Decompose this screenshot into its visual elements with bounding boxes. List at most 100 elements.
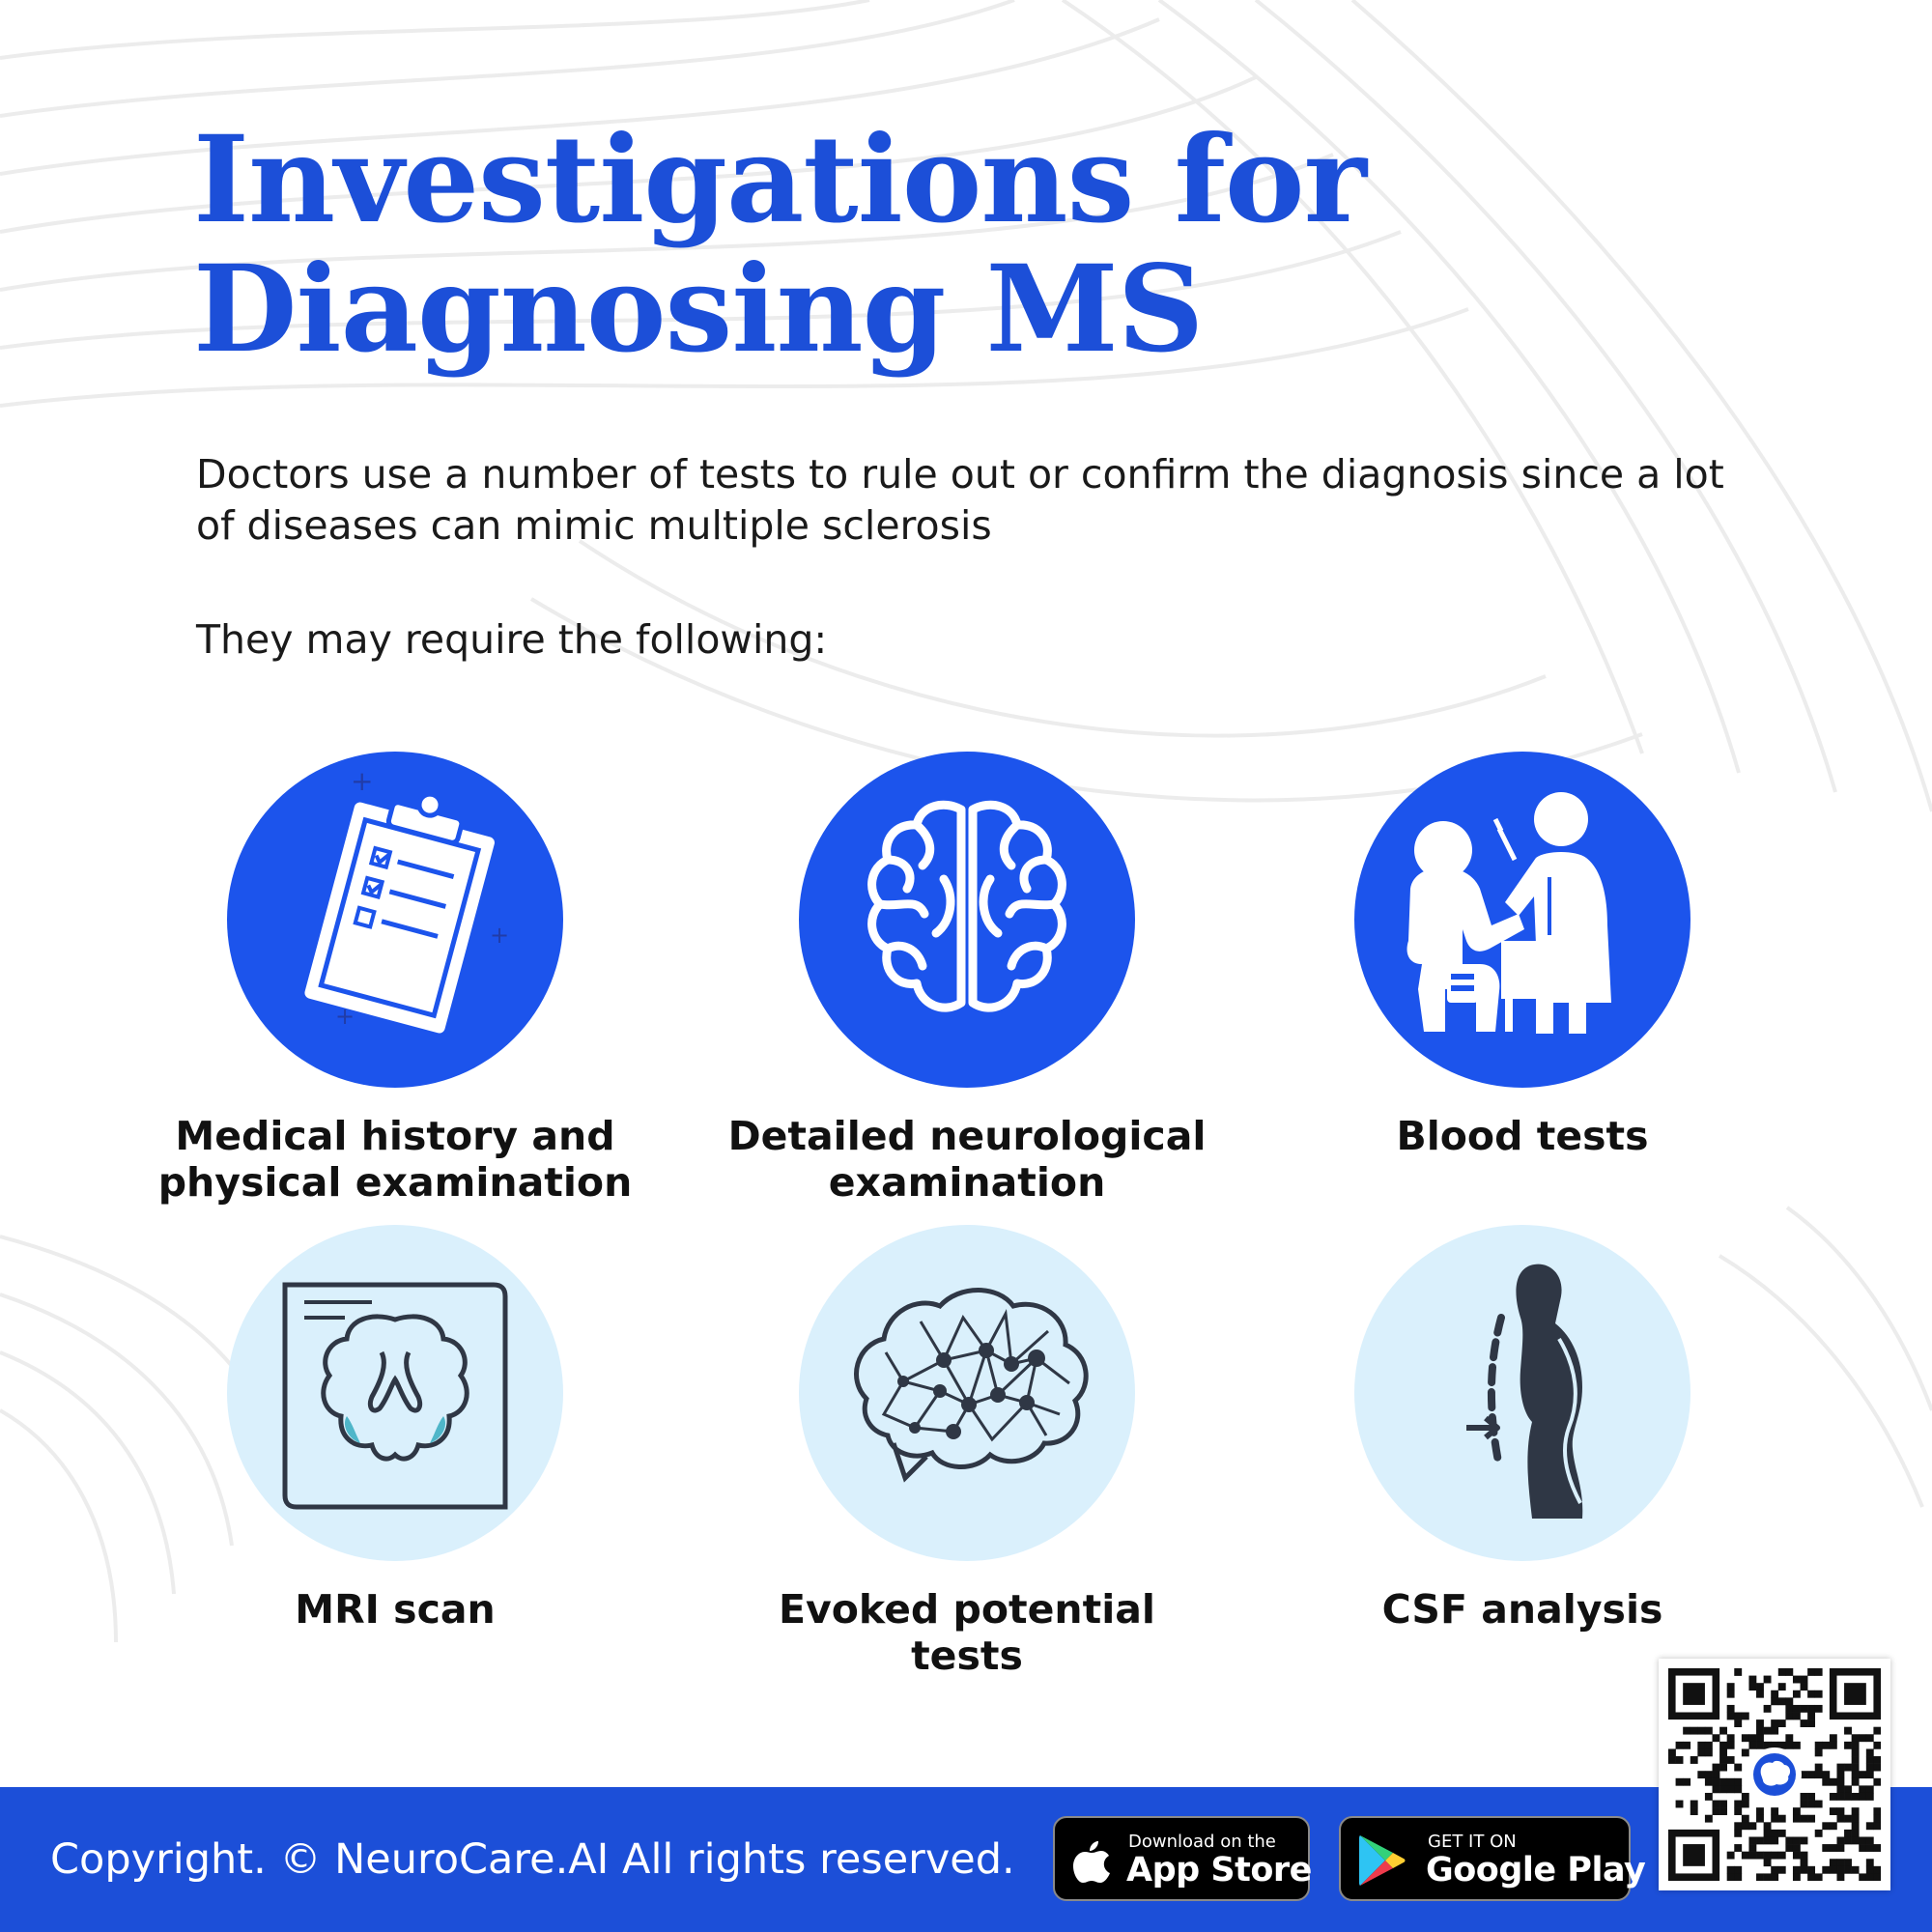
qr-module xyxy=(1873,1865,1881,1874)
qr-module xyxy=(1836,1763,1845,1772)
qr-module xyxy=(1873,1873,1881,1881)
qr-module xyxy=(1792,1814,1801,1823)
qr-module xyxy=(1690,1726,1698,1735)
qr-module xyxy=(1836,1873,1845,1881)
icon-circle xyxy=(1354,1225,1690,1561)
qr-module xyxy=(1734,1668,1743,1676)
qr-module xyxy=(1873,1822,1881,1831)
qr-module xyxy=(1734,1712,1743,1720)
label-line-1: Evoked potential xyxy=(779,1586,1155,1633)
qr-code[interactable] xyxy=(1659,1659,1890,1890)
qr-module xyxy=(1873,1741,1881,1749)
qr-module xyxy=(1807,1712,1816,1720)
qr-module xyxy=(1807,1704,1816,1713)
qr-module xyxy=(1777,1829,1786,1837)
qr-module xyxy=(1704,1777,1713,1786)
qr-module xyxy=(1865,1756,1874,1764)
qr-module xyxy=(1712,1771,1720,1779)
qr-module xyxy=(1814,1668,1823,1676)
qr-module xyxy=(1704,1748,1713,1757)
investigation-card-mri-scan: MRI scan xyxy=(125,1225,666,1633)
qr-module xyxy=(1726,1734,1735,1743)
qr-module xyxy=(1851,1741,1860,1749)
qr-module xyxy=(1859,1873,1867,1881)
qr-module xyxy=(1741,1748,1749,1757)
app-store-big-text: App Store xyxy=(1126,1851,1312,1889)
qr-module xyxy=(1756,1726,1764,1735)
qr-module xyxy=(1800,1683,1808,1691)
intro-text: Doctors use a number of tests to rule ou… xyxy=(196,451,1724,549)
qr-module xyxy=(1741,1712,1749,1720)
qr-module xyxy=(1851,1777,1860,1786)
qr-module xyxy=(1851,1814,1860,1823)
qr-module xyxy=(1865,1748,1874,1757)
qr-module xyxy=(1792,1675,1801,1684)
qr-module xyxy=(1859,1734,1867,1743)
qr-module xyxy=(1734,1873,1743,1881)
qr-module xyxy=(1771,1690,1779,1698)
qr-module xyxy=(1771,1726,1779,1735)
qr-module xyxy=(1807,1800,1816,1808)
google-play-icon xyxy=(1359,1835,1406,1886)
google-play-button[interactable]: GET IT ON Google Play xyxy=(1339,1816,1646,1901)
qr-module xyxy=(1814,1704,1823,1713)
icon-circle xyxy=(1354,752,1690,1088)
qr-module xyxy=(1851,1771,1860,1779)
qr-module xyxy=(1836,1865,1845,1874)
qr-module xyxy=(1873,1726,1881,1735)
label-line-1: CSF analysis xyxy=(1381,1586,1663,1633)
qr-module xyxy=(1704,1814,1713,1823)
qr-module xyxy=(1807,1771,1816,1779)
qr-module xyxy=(1719,1756,1727,1764)
qr-module xyxy=(1741,1734,1749,1743)
qr-module xyxy=(1777,1865,1786,1874)
qr-module xyxy=(1683,1777,1691,1786)
qr-module xyxy=(1771,1865,1779,1874)
qr-module xyxy=(1800,1836,1808,1845)
qr-module xyxy=(1704,1726,1713,1735)
qr-module xyxy=(1844,1792,1852,1801)
qr-module xyxy=(1763,1741,1772,1749)
qr-module xyxy=(1763,1859,1772,1867)
qr-module xyxy=(1734,1763,1743,1772)
qr-module xyxy=(1814,1763,1823,1772)
qr-module xyxy=(1807,1668,1816,1676)
qr-module xyxy=(1771,1741,1779,1749)
qr-module xyxy=(1822,1777,1831,1786)
qr-module xyxy=(1844,1859,1852,1867)
qr-module xyxy=(1726,1741,1735,1749)
qr-module xyxy=(1807,1873,1816,1881)
qr-module xyxy=(1726,1704,1735,1713)
app-store-button[interactable]: Download on the App Store xyxy=(1053,1816,1312,1901)
qr-module xyxy=(1792,1873,1801,1881)
qr-module xyxy=(1792,1844,1801,1852)
qr-module xyxy=(1683,1726,1691,1735)
qr-module xyxy=(1719,1785,1727,1794)
qr-module xyxy=(1748,1741,1757,1749)
qr-module xyxy=(1822,1865,1831,1874)
qr-module xyxy=(1844,1741,1852,1749)
qr-module xyxy=(1851,1865,1860,1874)
qr-finder-square xyxy=(1844,1683,1866,1705)
qr-module xyxy=(1785,1741,1794,1749)
qr-module xyxy=(1726,1683,1735,1691)
qr-module xyxy=(1734,1807,1743,1816)
qr-module xyxy=(1829,1741,1837,1749)
qr-module xyxy=(1800,1771,1808,1779)
qr-module xyxy=(1844,1829,1852,1837)
qr-module xyxy=(1785,1734,1794,1743)
qr-module xyxy=(1851,1756,1860,1764)
qr-module xyxy=(1719,1726,1727,1735)
qr-module xyxy=(1675,1741,1684,1749)
qr-module xyxy=(1704,1741,1713,1749)
qr-module xyxy=(1748,1822,1757,1831)
qr-module xyxy=(1719,1748,1727,1757)
qr-module xyxy=(1844,1763,1852,1772)
qr-module xyxy=(1697,1771,1706,1779)
qr-module xyxy=(1792,1690,1801,1698)
qr-module xyxy=(1814,1741,1823,1749)
label-line-2: examination xyxy=(828,1159,1106,1206)
investigation-card-medical-history: + + + Medical history and physical exami… xyxy=(125,752,666,1206)
qr-module xyxy=(1851,1822,1860,1831)
qr-module xyxy=(1675,1800,1684,1808)
